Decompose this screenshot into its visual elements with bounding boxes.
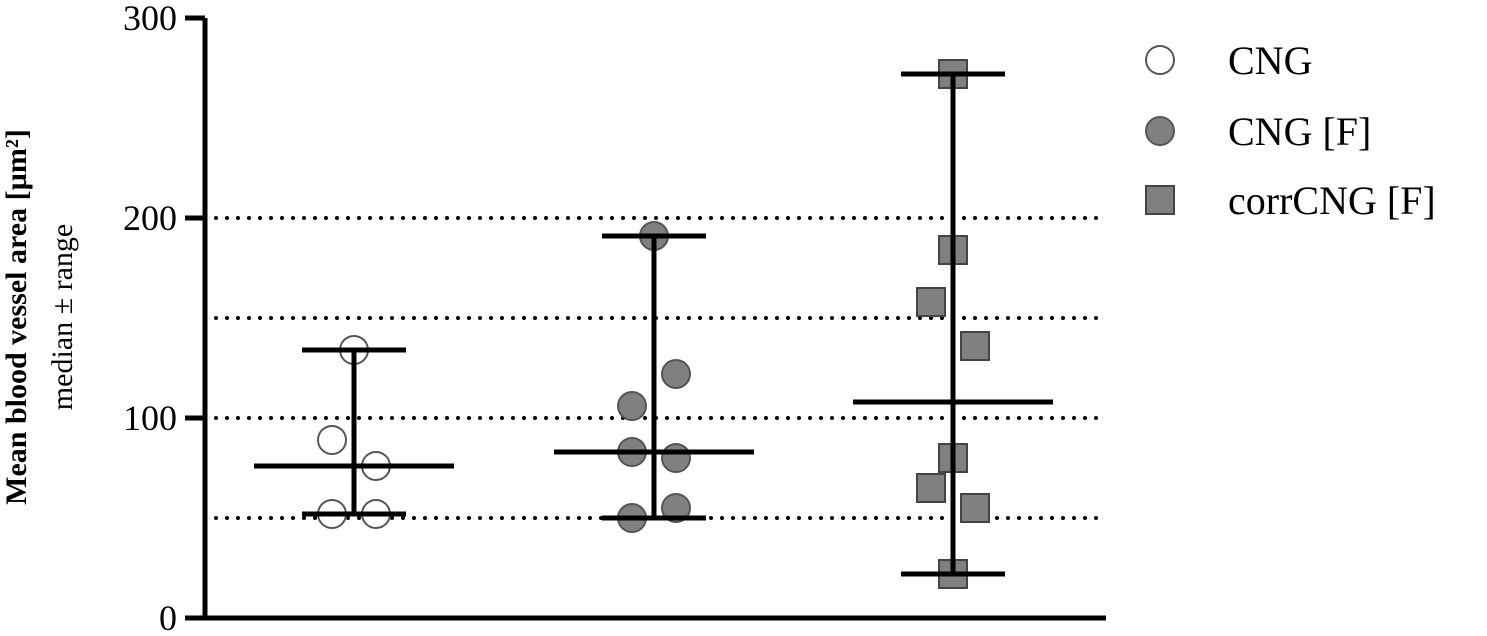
y-tick-label: 300	[123, 0, 177, 38]
data-groups	[254, 59, 1053, 589]
y-axis-title: Mean blood vessel area [µm²]	[0, 129, 33, 505]
data-point	[661, 359, 691, 389]
group-3	[853, 59, 1053, 589]
data-point	[916, 287, 946, 317]
legend-item: CNG [F]	[1145, 109, 1371, 154]
legend-item: CNG	[1145, 38, 1312, 83]
legend-label: CNG	[1228, 38, 1312, 83]
data-point	[661, 493, 691, 523]
group-1	[254, 335, 454, 529]
y-tick-label: 200	[123, 198, 177, 238]
legend-marker	[1145, 185, 1175, 215]
data-point	[617, 391, 647, 421]
data-point	[661, 443, 691, 473]
data-point	[916, 473, 946, 503]
data-point	[960, 493, 990, 523]
legend-label: corrCNG [F]	[1228, 178, 1436, 223]
legend-marker	[1145, 45, 1175, 75]
legend-label: CNG [F]	[1228, 109, 1371, 154]
data-point	[317, 425, 347, 455]
data-point	[960, 331, 990, 361]
y-axis-subtitle: median ± range	[46, 224, 79, 410]
y-tick-label: 100	[123, 398, 177, 438]
group-2	[554, 221, 754, 533]
legend-marker	[1145, 116, 1175, 146]
legend-item: corrCNG [F]	[1145, 178, 1436, 223]
y-tick-label: 0	[159, 598, 177, 636]
y-axis: 0 100 200 300	[123, 0, 1106, 636]
legend: CNG CNG [F] corrCNG [F]	[1145, 38, 1436, 223]
